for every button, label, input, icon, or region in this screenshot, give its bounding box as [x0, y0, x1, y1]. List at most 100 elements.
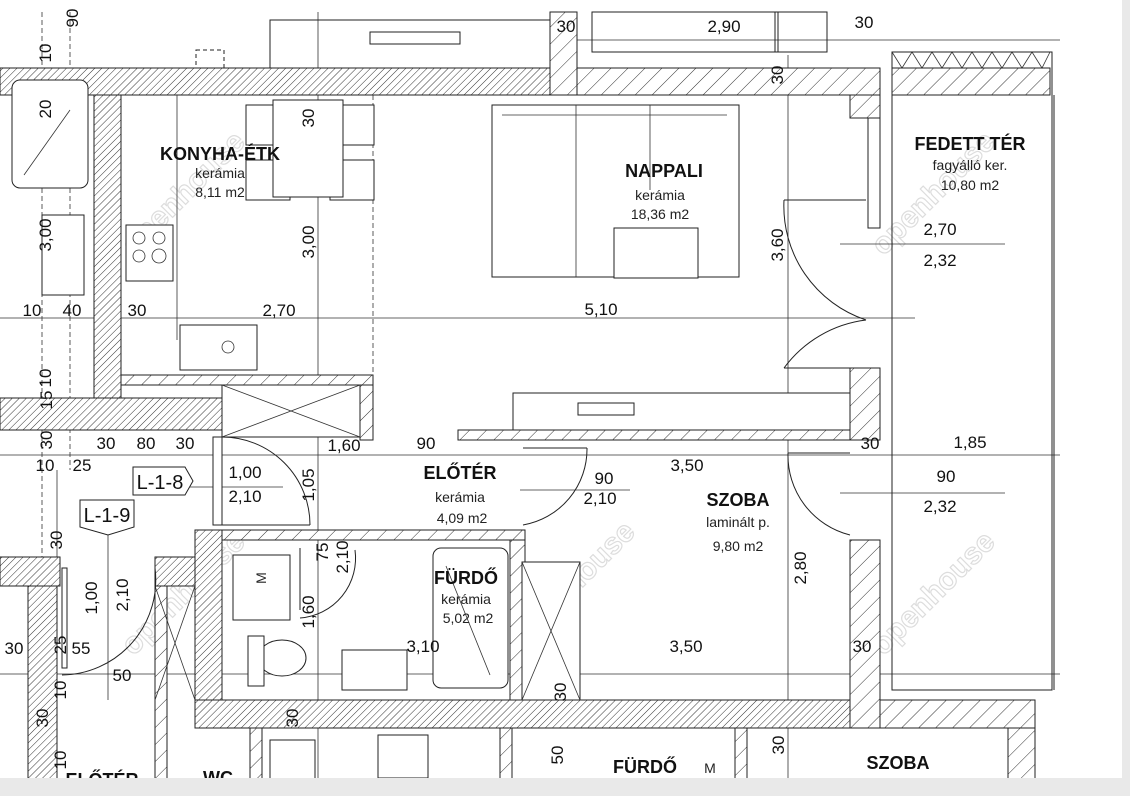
furniture [11, 31, 881, 778]
doors [61, 199, 867, 676]
tv-top [369, 31, 461, 45]
dim-label: 25 [73, 456, 92, 475]
room-konyha: KONYHA-ÉTK kerámia 8,11 m2 [160, 143, 280, 200]
stove-neighbor [377, 734, 429, 778]
room-nappali: NAPPALI kerámia 18,36 m2 [625, 161, 703, 222]
dim-label: 25 [51, 636, 70, 655]
dim-label: 1,00 [228, 463, 261, 482]
dim-label: 1,00 [82, 581, 101, 614]
neighbor-room-name: SZOBA [867, 753, 930, 773]
washer-label: M [704, 760, 716, 776]
dim-label: 3,00 [36, 218, 55, 251]
room-name: ELŐTÉR [423, 462, 496, 483]
dim-label: 2,32 [923, 497, 956, 516]
dim-label: 30 [37, 431, 56, 450]
dim-label: 1,85 [953, 433, 986, 452]
neighbor-room-name: WC [203, 768, 233, 788]
room-floor: kerámia [635, 187, 685, 203]
dim-label: 75 [313, 543, 332, 562]
dim-label: 10 [36, 369, 55, 388]
dim-label: 30 [176, 434, 195, 453]
dim-label: 2,10 [113, 578, 132, 611]
dim-label: 2,70 [262, 301, 295, 320]
dim-label: 2,70 [923, 220, 956, 239]
washer-label: M [253, 572, 269, 584]
dim-label: 3,10 [406, 637, 439, 656]
toilet [257, 639, 307, 677]
dim-label: 2,80 [791, 551, 810, 584]
kitchen-sink-icon [179, 324, 258, 371]
dim-label: 40 [63, 301, 82, 320]
dim-label: 10 [36, 44, 55, 63]
dim-label: 10 [51, 681, 70, 700]
bathtub [432, 547, 509, 689]
dim-label: 3,60 [768, 228, 787, 261]
room-eloter: ELŐTÉR kerámia 4,09 m2 [423, 462, 496, 526]
dim-label: 90 [937, 467, 956, 486]
washbasin [341, 649, 408, 691]
dim-label: 2,32 [923, 251, 956, 270]
dim-label: 10 [51, 751, 70, 770]
dim-label: 30 [768, 66, 787, 85]
dim-label: 90 [63, 9, 82, 28]
room-name: FEDETT TÉR [915, 133, 1026, 154]
dim-label: 30 [283, 709, 302, 728]
room-floor: kerámia [435, 489, 485, 505]
dim-label: 2,10 [228, 487, 261, 506]
dim-label: 10 [36, 456, 55, 475]
dim-label: 30 [5, 639, 24, 658]
dim-label: 5,10 [584, 300, 617, 319]
dim-label: 30 [769, 736, 788, 755]
dim-label: 30 [855, 13, 874, 32]
room-floor: kerámia [195, 165, 245, 181]
entrance-door [212, 436, 223, 526]
dim-label: 30 [551, 683, 570, 702]
coffee-table [613, 227, 699, 279]
room-name: NAPPALI [625, 161, 703, 181]
room-area: 4,09 m2 [437, 510, 488, 526]
dim-label: 3,50 [669, 637, 702, 656]
tag-label: L-1-9 [84, 505, 131, 527]
dim-label: 1,60 [299, 595, 318, 628]
room-floor: laminált p. [706, 514, 770, 530]
dim-label: 30 [128, 301, 147, 320]
room-furdo: FÜRDŐ kerámia 5,02 m2 [434, 567, 498, 626]
sink-neighbor [41, 214, 85, 296]
window [867, 117, 881, 229]
dim-label: 55 [72, 639, 91, 658]
walls [0, 11, 1055, 778]
room-name: SZOBA [707, 490, 770, 510]
dim-label: 10 [23, 301, 42, 320]
room-fedett-ter: FEDETT TÉR fagyálló ker. 10,80 m2 [915, 133, 1026, 193]
tag-l-1-9: L-1-9 [79, 499, 135, 536]
room-area: 18,36 m2 [631, 206, 690, 222]
room-area: 5,02 m2 [443, 610, 494, 626]
dim-label: 3,50 [670, 456, 703, 475]
dim-label: 90 [417, 434, 436, 453]
neighbor-room-name: FÜRDŐ [613, 756, 677, 777]
dim-label: 30 [299, 109, 318, 128]
dim-label: 1,05 [299, 468, 318, 501]
dim-label: 50 [113, 666, 132, 685]
dimension-labels: 2,90 30 30 10 40 30 2,70 5,10 1,60 90 30… [5, 9, 987, 770]
dim-label: 90 [595, 469, 614, 488]
dim-label: 30 [557, 17, 576, 36]
dim-label: 30 [97, 434, 116, 453]
dim-label: 20 [36, 100, 55, 119]
room-szoba: SZOBA laminált p. 9,80 m2 [706, 490, 770, 554]
dim-label: 30 [47, 531, 66, 550]
room-floor: kerámia [441, 591, 491, 607]
neighbor-room-name: ELŐTÉR [65, 769, 138, 790]
tag-label: L-1-8 [137, 472, 184, 494]
tv [577, 402, 635, 416]
room-name: FÜRDŐ [434, 567, 498, 588]
stove-icon [125, 224, 174, 282]
room-area: 10,80 m2 [941, 177, 1000, 193]
room-area: 8,11 m2 [195, 184, 245, 200]
dim-label: 80 [137, 434, 156, 453]
dim-label: 15 [37, 391, 56, 410]
dim-label: 2,10 [333, 540, 352, 573]
dim-label: 1,60 [327, 436, 360, 455]
room-name: KONYHA-ÉTK [160, 143, 280, 164]
